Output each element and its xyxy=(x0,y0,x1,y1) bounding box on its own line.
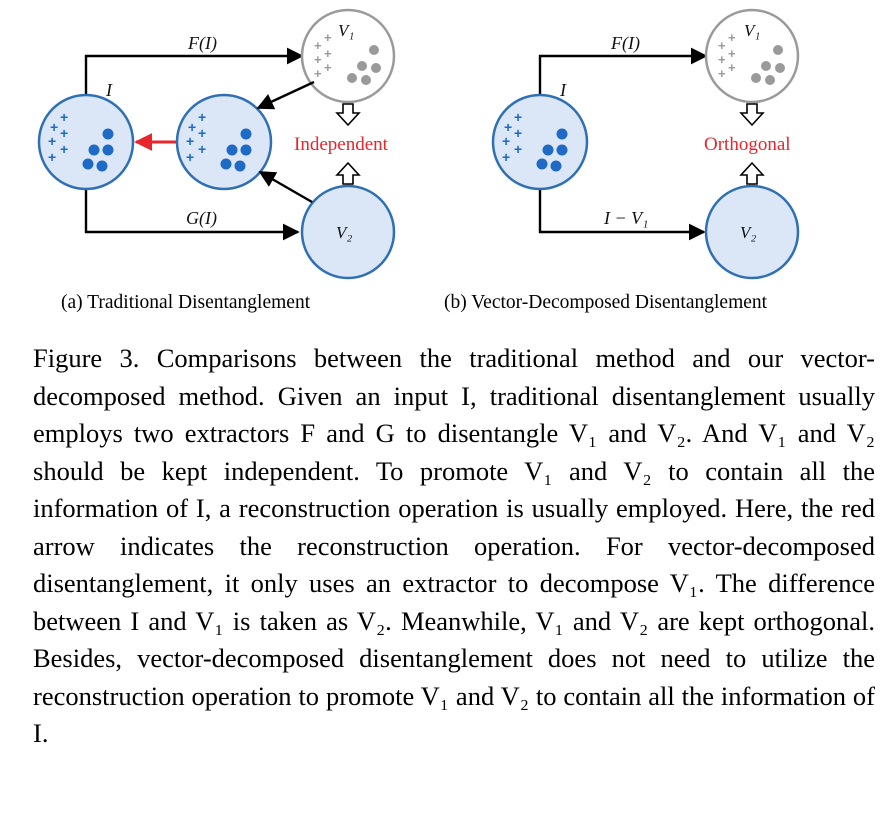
panel-a-diagram: F(I) G(I) I V₁ V₂ Independent xyxy=(37,8,396,280)
panel-b-v2-node xyxy=(704,184,800,280)
panel-a-v2-node xyxy=(300,184,396,280)
panel-b-v2-label: V₂ xyxy=(740,223,756,242)
panel-a-v1-label: V₁ xyxy=(338,21,354,40)
panel-a-v1-to-recon-arrow xyxy=(256,80,315,110)
panel-b-edge-diff-label: I − V₁ xyxy=(603,208,648,228)
panel-b-v1-label: V₁ xyxy=(744,21,760,40)
subfigure-caption-a: (a) Traditional Disentanglement xyxy=(61,292,311,313)
panel-a-edge-f xyxy=(84,47,304,96)
panel-a-edge-f-label: F(I) xyxy=(187,33,217,54)
figure-caption: Figure 3. Comparisons between the tradit… xyxy=(33,343,875,748)
panel-a-input-label: I xyxy=(105,80,113,100)
panel-a-v2-to-recon-arrow xyxy=(258,170,313,204)
panel-b-diagram: F(I) I − V₁ I V₁ V₂ Orthogonal xyxy=(491,8,800,280)
subfigure-caption-b: (b) Vector-Decomposed Disentanglement xyxy=(444,292,768,313)
panel-a-edge-g xyxy=(84,188,300,241)
panel-b-edge-f-label: F(I) xyxy=(610,33,640,54)
panel-a-edge-g-label: G(I) xyxy=(186,208,217,229)
panel-a-v2-label: V₂ xyxy=(336,223,352,242)
panel-a-hollow-arrow-up xyxy=(335,161,361,185)
panel-b-input-label: I xyxy=(559,80,567,100)
panel-b-edge-f xyxy=(538,47,708,96)
panel-b-edge-diff xyxy=(538,188,706,241)
panel-b-hollow-arrow-down xyxy=(739,103,765,127)
figure-diagram: + + + + + + + + + + + + F xyxy=(37,8,800,280)
panel-a-hollow-arrow-down xyxy=(335,103,361,127)
panel-a-relation-label: Independent xyxy=(294,134,389,155)
panel-b-hollow-arrow-up xyxy=(739,161,765,185)
panel-b-relation-label: Orthogonal xyxy=(704,134,791,155)
